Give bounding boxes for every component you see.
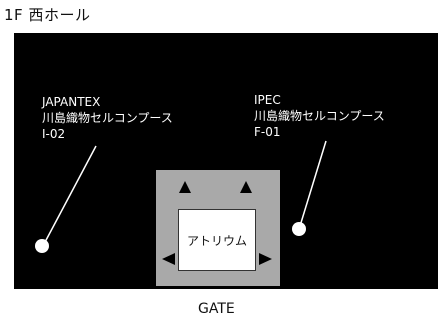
arrow-left-icon: [162, 253, 175, 265]
booth-exhibitor: 川島織物セルコンプース: [254, 109, 385, 123]
booth-exhibitor: 川島織物セルコンプース: [42, 111, 173, 125]
atrium-box: アトリウム: [178, 209, 256, 271]
arrow-up-left-icon: [179, 181, 191, 193]
booth-code: F-01: [254, 125, 281, 139]
booth-label-japantex: JAPANTEX 川島織物セルコンプース I-02: [42, 94, 173, 142]
atrium-label: アトリウム: [186, 233, 247, 248]
floor-title: 1F 西ホール: [4, 6, 91, 24]
gate-label: GATE: [198, 301, 235, 317]
booth-label-ipec: IPEC 川島織物セルコンプース F-01: [254, 92, 385, 140]
booth-name: IPEC: [254, 93, 281, 107]
arrow-up-right-icon: [240, 181, 252, 193]
booth-code: I-02: [42, 127, 66, 141]
booth-name: JAPANTEX: [42, 95, 101, 109]
arrow-right-icon: [259, 253, 272, 265]
